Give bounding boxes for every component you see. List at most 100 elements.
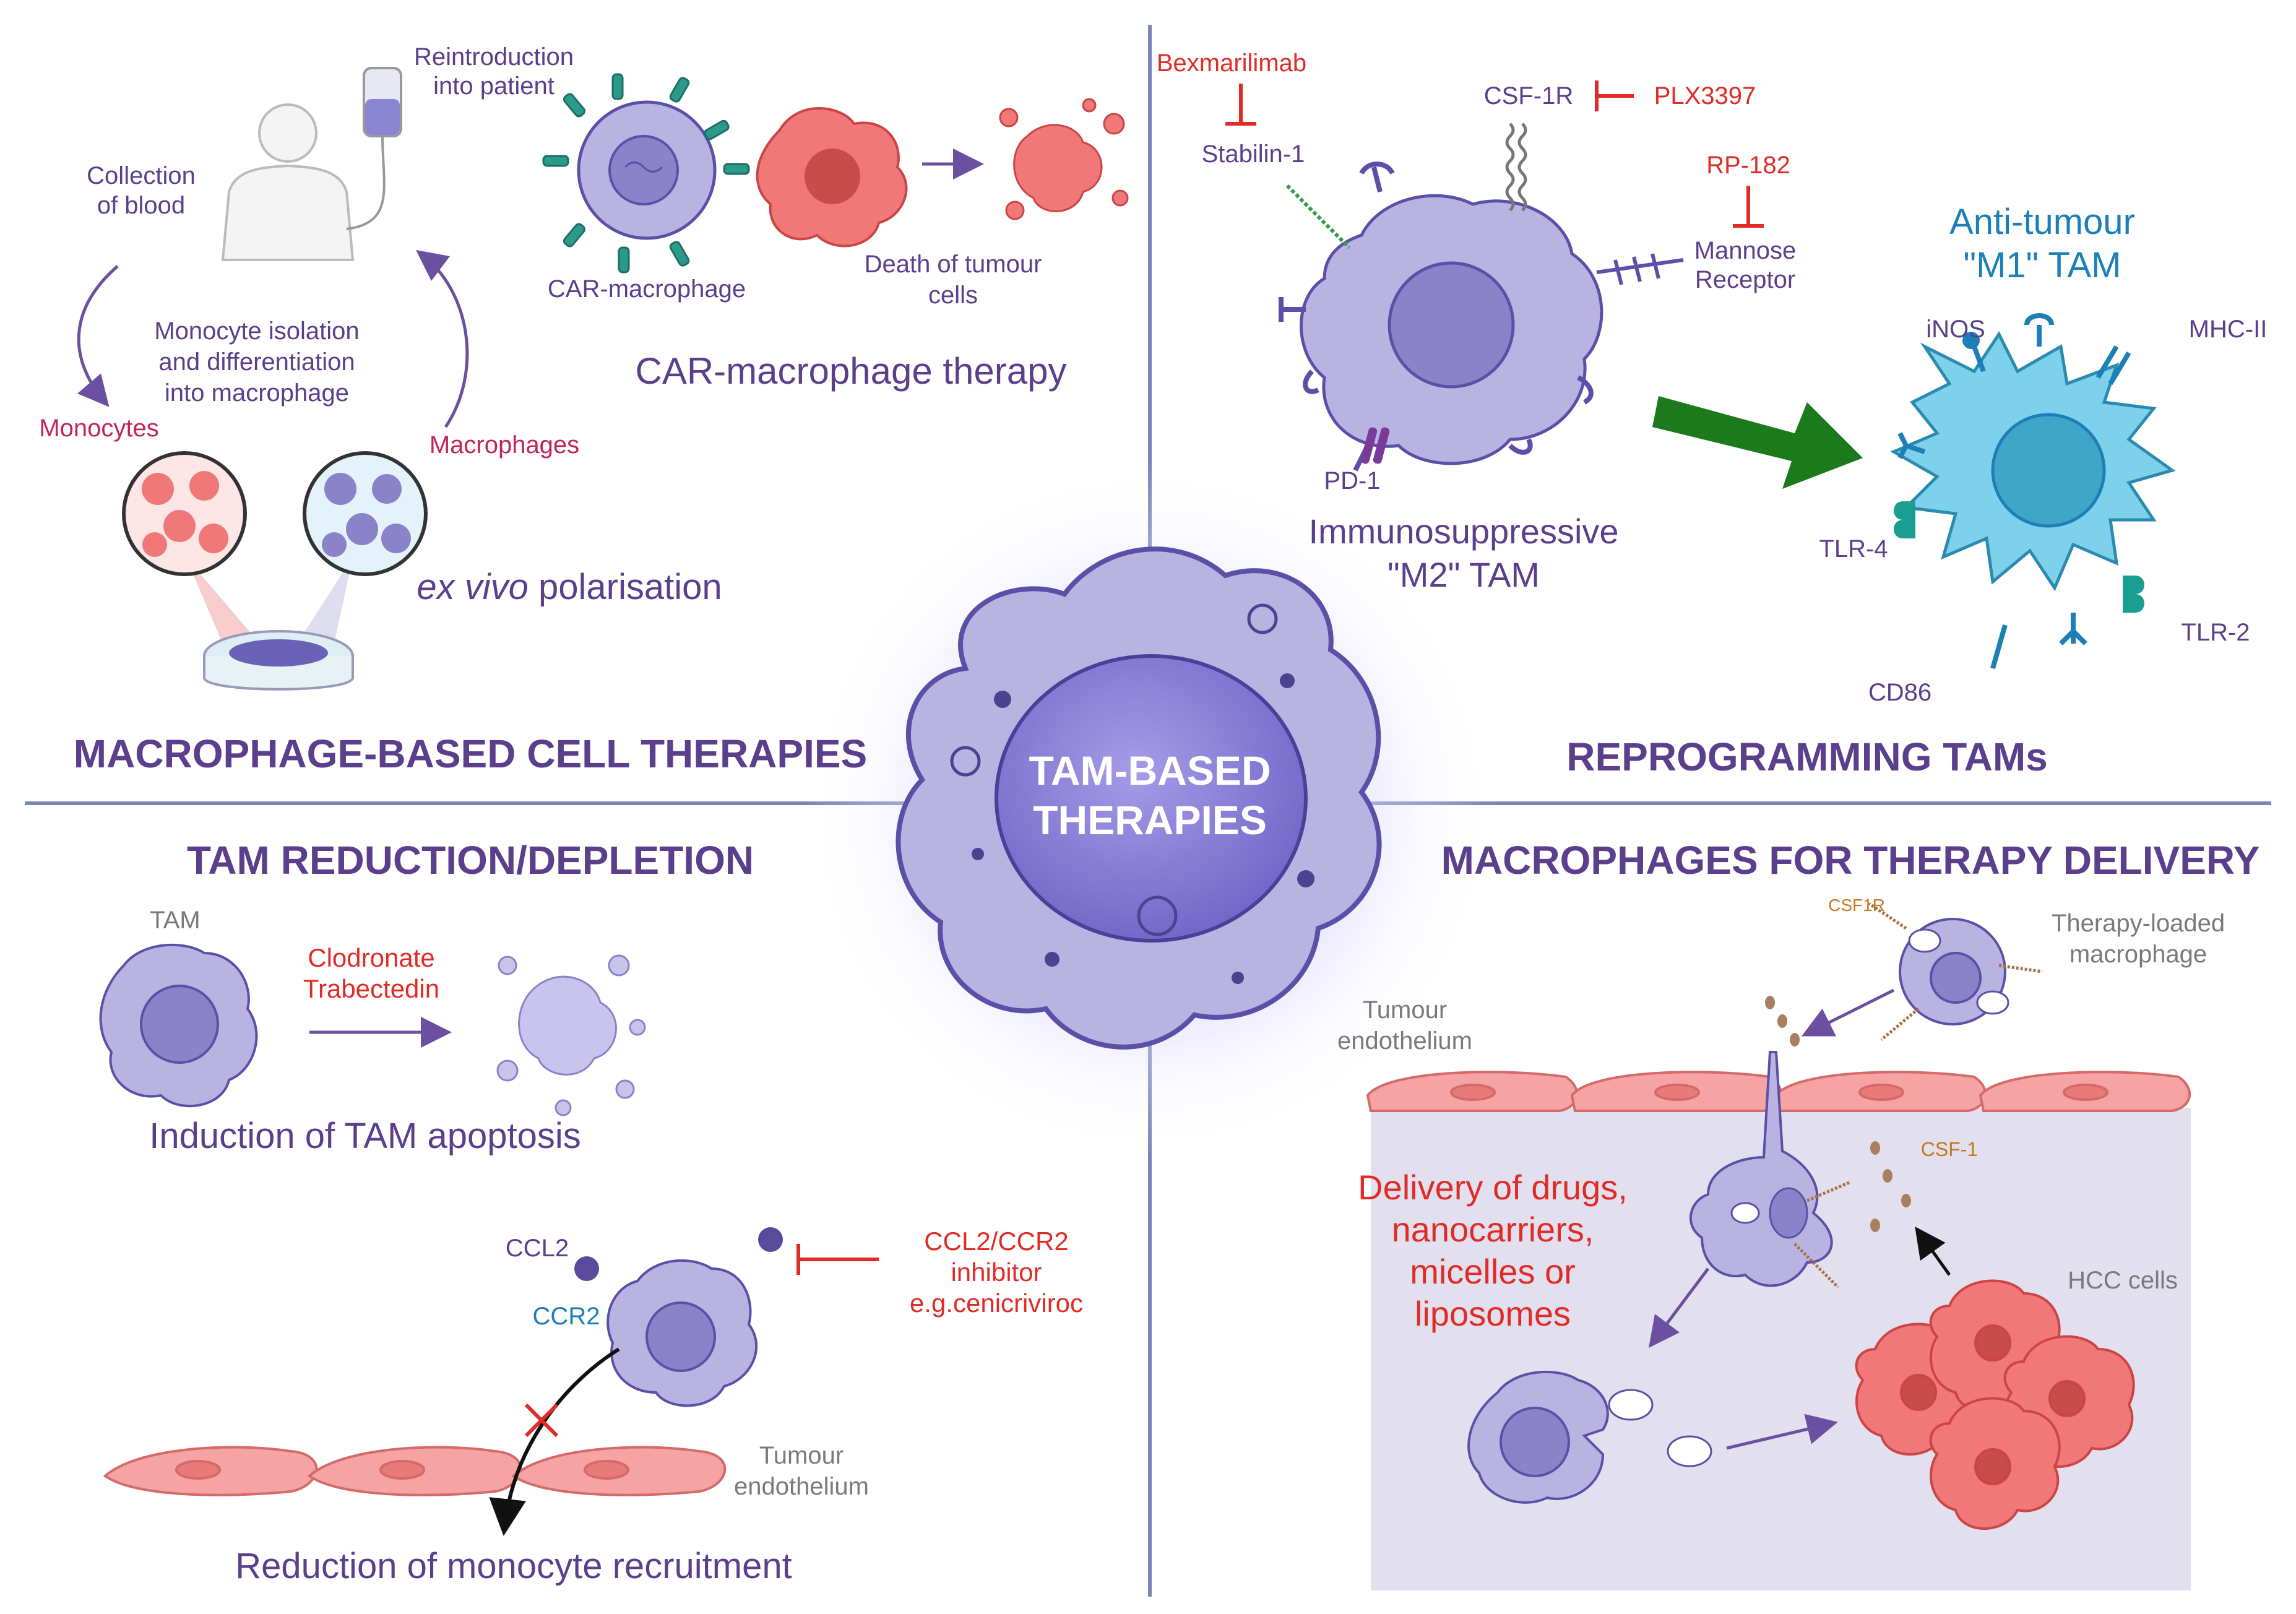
m2-tam-cell (1300, 194, 1603, 465)
arrow-to-patient (416, 249, 469, 428)
mannose-label-line2: Receptor (1695, 266, 1795, 293)
section-title-depletion: TAM REDUCTION/DEPLETION (187, 838, 754, 883)
releasing-macrophage (1467, 1370, 1609, 1504)
section-title-delivery: MACROPHAGES FOR THERAPY DELIVERY (1441, 838, 2260, 883)
csf1r-receptor (1505, 123, 1527, 212)
isolation-label-line2: and differentiation (158, 348, 355, 376)
macrophages-label: Macrophages (429, 431, 579, 459)
released-vesicles (1608, 1389, 1712, 1467)
m1-label-line1: Anti-tumour (1949, 202, 2135, 242)
stabilin-receptor (1285, 184, 1351, 249)
cd86-label: CD86 (1868, 679, 1931, 706)
reintroduction-label-line2: into patient (433, 72, 555, 100)
ccl2-ligands (574, 1227, 783, 1281)
endothelium-bottom-right (1366, 1071, 2191, 1112)
tam-cell (99, 943, 258, 1108)
plx-label: PLX3397 (1654, 82, 1756, 110)
hcc-cluster (1855, 1279, 2135, 1530)
therapy-loaded-macrophage (1868, 902, 2043, 1041)
csf1-label: CSF-1 (1921, 1138, 1978, 1160)
m1-label-line2: "M1" TAM (1964, 245, 2121, 285)
isolation-label-line3: into macrophage (165, 379, 349, 407)
inhibitor-label-line1: CCL2/CCR2 (924, 1227, 1068, 1256)
inos-label: iNOS (1926, 316, 1985, 343)
ccr2-label: CCR2 (533, 1303, 600, 1330)
delivery-label-line4: liposomes (1415, 1294, 1571, 1333)
pd1-receptor (1360, 427, 1390, 464)
arrow-to-releasing-macrophage (1649, 1267, 1709, 1348)
monocyte-cell (606, 1259, 758, 1407)
rp182-inhibitor (1733, 186, 1764, 228)
tlr4-label: TLR-4 (1819, 535, 1888, 563)
csf1-particles (1870, 1141, 1911, 1232)
tlr2-label: TLR-2 (2181, 619, 2250, 646)
apoptotic-tam (496, 954, 646, 1116)
ccl2-label: CCL2 (506, 1235, 569, 1262)
trabectedin-label: Trabectedin (303, 974, 439, 1003)
plx-inhibitor (1595, 80, 1634, 111)
loaded-label-line1: Therapy-loaded (2052, 910, 2225, 937)
csf1-particles-top (1765, 996, 1800, 1047)
arrow-to-hcc (1726, 1413, 1838, 1450)
car-macrophage-label: CAR-macrophage (548, 275, 746, 303)
collection-label-line2: of blood (97, 192, 185, 219)
inhibitor-label-line3: e.g.cenicriviroc (910, 1288, 1083, 1318)
blocked-cross (524, 1403, 559, 1438)
delivery-label-line1: Delivery of drugs, (1358, 1168, 1628, 1207)
mannose-label-line1: Mannose (1694, 237, 1797, 264)
arrow-loaded-to-endothelium (1802, 988, 1895, 1037)
reintroduction-label-line1: Reintroduction (414, 43, 574, 71)
endothelium-label-bl-line2: endothelium (734, 1473, 869, 1500)
tumour-cell (756, 107, 908, 248)
recruitment-label: Reduction of monocyte recruitment (235, 1546, 792, 1586)
isolation-label-line1: Monocyte isolation (154, 317, 359, 345)
ex-vivo-label: ex vivo polarisation (416, 567, 722, 607)
ccr2-inhibitor (796, 1244, 879, 1275)
endothelium-label-br-line1: Tumour (1363, 996, 1447, 1024)
bexmarilimab-inhibitor (1225, 84, 1256, 126)
m1-receptors (1897, 313, 2131, 670)
section-title-reprogramming: REPROGRAMMING TAMs (1566, 735, 2047, 779)
apoptosis-label: Induction of TAM apoptosis (149, 1116, 580, 1156)
tlr-receptors (1894, 501, 2144, 613)
endothelium-label-bl-line1: Tumour (759, 1442, 844, 1469)
inhibitor-label-line2: inhibitor (951, 1258, 1042, 1287)
section-title-cell-therapies: MACROPHAGE-BASED CELL THERAPIES (74, 731, 867, 776)
death-label-line1: Death of tumour (865, 251, 1042, 278)
patient-figure (221, 103, 355, 261)
arrow-hcc-to-macrophage (1915, 1226, 1951, 1276)
m1-tam-cell (1890, 331, 2176, 592)
delivery-label-line3: micelles or (1410, 1252, 1576, 1291)
endothelium-label-br-line2: endothelium (1337, 1027, 1472, 1055)
collection-label-line1: Collection (87, 162, 196, 189)
bexmarilimab-label: Bexmarilimab (1157, 50, 1306, 77)
stabilin-label: Stabilin-1 (1202, 140, 1305, 168)
petri-dish (203, 630, 354, 691)
iv-bag (346, 67, 402, 230)
macrophages-magnifier (297, 451, 428, 644)
loaded-label-line2: macrophage (2069, 941, 2207, 968)
car-therapy-title: CAR-macrophage therapy (635, 350, 1066, 392)
endothelium-bottom-left (103, 1446, 727, 1496)
center-title-line1: TAM-BASED (1029, 748, 1271, 793)
arrow-to-monocytes (77, 265, 119, 407)
pd1-label: PD-1 (1324, 467, 1380, 494)
mhc-label: MHC-II (2189, 316, 2268, 343)
rp182-label: RP-182 (1706, 152, 1790, 179)
m2-label-line2: "M2" TAM (1388, 555, 1540, 594)
death-label-line2: cells (928, 282, 978, 309)
hcc-label: HCC cells (2068, 1267, 2178, 1294)
recruitment-arrow (489, 1347, 620, 1536)
tam-label: TAM (150, 907, 200, 934)
m2-label-line1: Immunosuppressive (1308, 512, 1618, 551)
m2-receptors (1279, 162, 1594, 472)
central-tam-cell (803, 464, 1496, 1157)
center-title-line2: THERAPIES (1033, 797, 1267, 843)
monocytes-label: Monocytes (39, 415, 158, 442)
reprogramming-arrow (1652, 396, 1863, 489)
monocytes-magnifier (122, 451, 260, 644)
mannose-receptor (1596, 253, 1684, 285)
csf1r-small-label: CSF1R (1828, 895, 1885, 915)
csf1r-label: CSF-1R (1484, 82, 1573, 110)
